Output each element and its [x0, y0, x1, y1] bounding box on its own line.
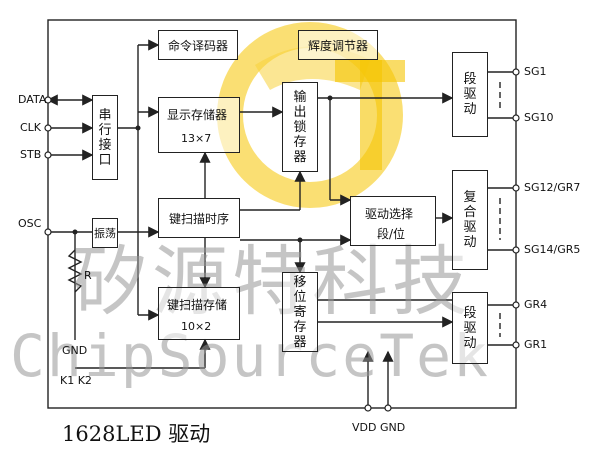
key-scan-memory-block: 键扫描存储 10×2: [158, 287, 240, 340]
key-scan-timing-block: 键扫描时序: [158, 198, 240, 238]
pin-k1k2-label: K1 K2: [60, 374, 92, 387]
segment-driver-top-block: 段驱动: [452, 52, 488, 137]
combo-driver-block: 复合驱动: [452, 170, 488, 270]
command-decoder-block: 命令译码器: [158, 30, 238, 60]
pin-stb-label: STB: [20, 148, 42, 161]
combo-driver-label: 复合驱动: [463, 190, 477, 250]
brightness-adjuster-block: 辉度调节器: [298, 30, 378, 60]
pin-data-label: DATA: [18, 93, 47, 106]
pin-gr1-label: GR1: [524, 338, 548, 351]
segment-driver-bottom-label: 段驱动: [463, 305, 477, 351]
watermark-cn: 矽源特科技: [72, 237, 472, 326]
pin-sg10-label: SG10: [524, 111, 554, 124]
pin-sg14-label: SG14/GR5: [524, 243, 581, 256]
serial-interface-label: 串行接口: [98, 107, 112, 168]
display-memory-size: 13×7: [181, 132, 212, 145]
serial-interface-block: 串行接口: [92, 95, 118, 180]
pin-clk-label: CLK: [20, 121, 42, 134]
shift-register-block: 移位寄存器: [282, 272, 318, 352]
key-scan-memory-size: 10×2: [181, 320, 212, 333]
drive-select-label: 驱动选择: [365, 207, 414, 221]
shift-register-label: 移位寄存器: [293, 274, 307, 350]
resistor-label: R: [84, 269, 92, 282]
output-latch-block: 输出锁存器: [282, 82, 318, 172]
pin-sg1-label: SG1: [524, 65, 547, 78]
segment-driver-top-label: 段驱动: [463, 72, 477, 117]
display-memory-label: 显示存储器: [167, 108, 228, 122]
drive-select-block: 驱动选择 段/位: [350, 196, 436, 246]
pin-vdd-gnd-label: VDD GND: [352, 421, 406, 434]
display-memory-block: 显示存储器 13×7: [158, 97, 240, 153]
pin-osc-label: OSC: [18, 217, 42, 230]
oscillator-block: 振荡: [92, 218, 118, 248]
segment-driver-bottom-block: 段驱动: [452, 292, 488, 364]
drive-select-sub-label: 段/位: [377, 227, 406, 241]
output-latch-label: 输出锁存器: [293, 89, 307, 165]
oscillator-label: 振荡: [94, 227, 116, 240]
key-scan-memory-label: 键扫描存储: [167, 298, 228, 312]
watermark-en: ChipSourceTek: [10, 322, 490, 390]
diagram-caption: 1628LED 驱动: [62, 422, 211, 446]
pin-gr4-label: GR4: [524, 298, 548, 311]
pin-gnd-label: GND: [62, 344, 88, 357]
brightness-adjuster-label: 辉度调节器: [307, 38, 368, 53]
command-decoder-label: 命令译码器: [167, 38, 228, 53]
key-scan-timing-label: 键扫描时序: [168, 211, 229, 226]
pin-sg12-label: SG12/GR7: [524, 181, 581, 194]
